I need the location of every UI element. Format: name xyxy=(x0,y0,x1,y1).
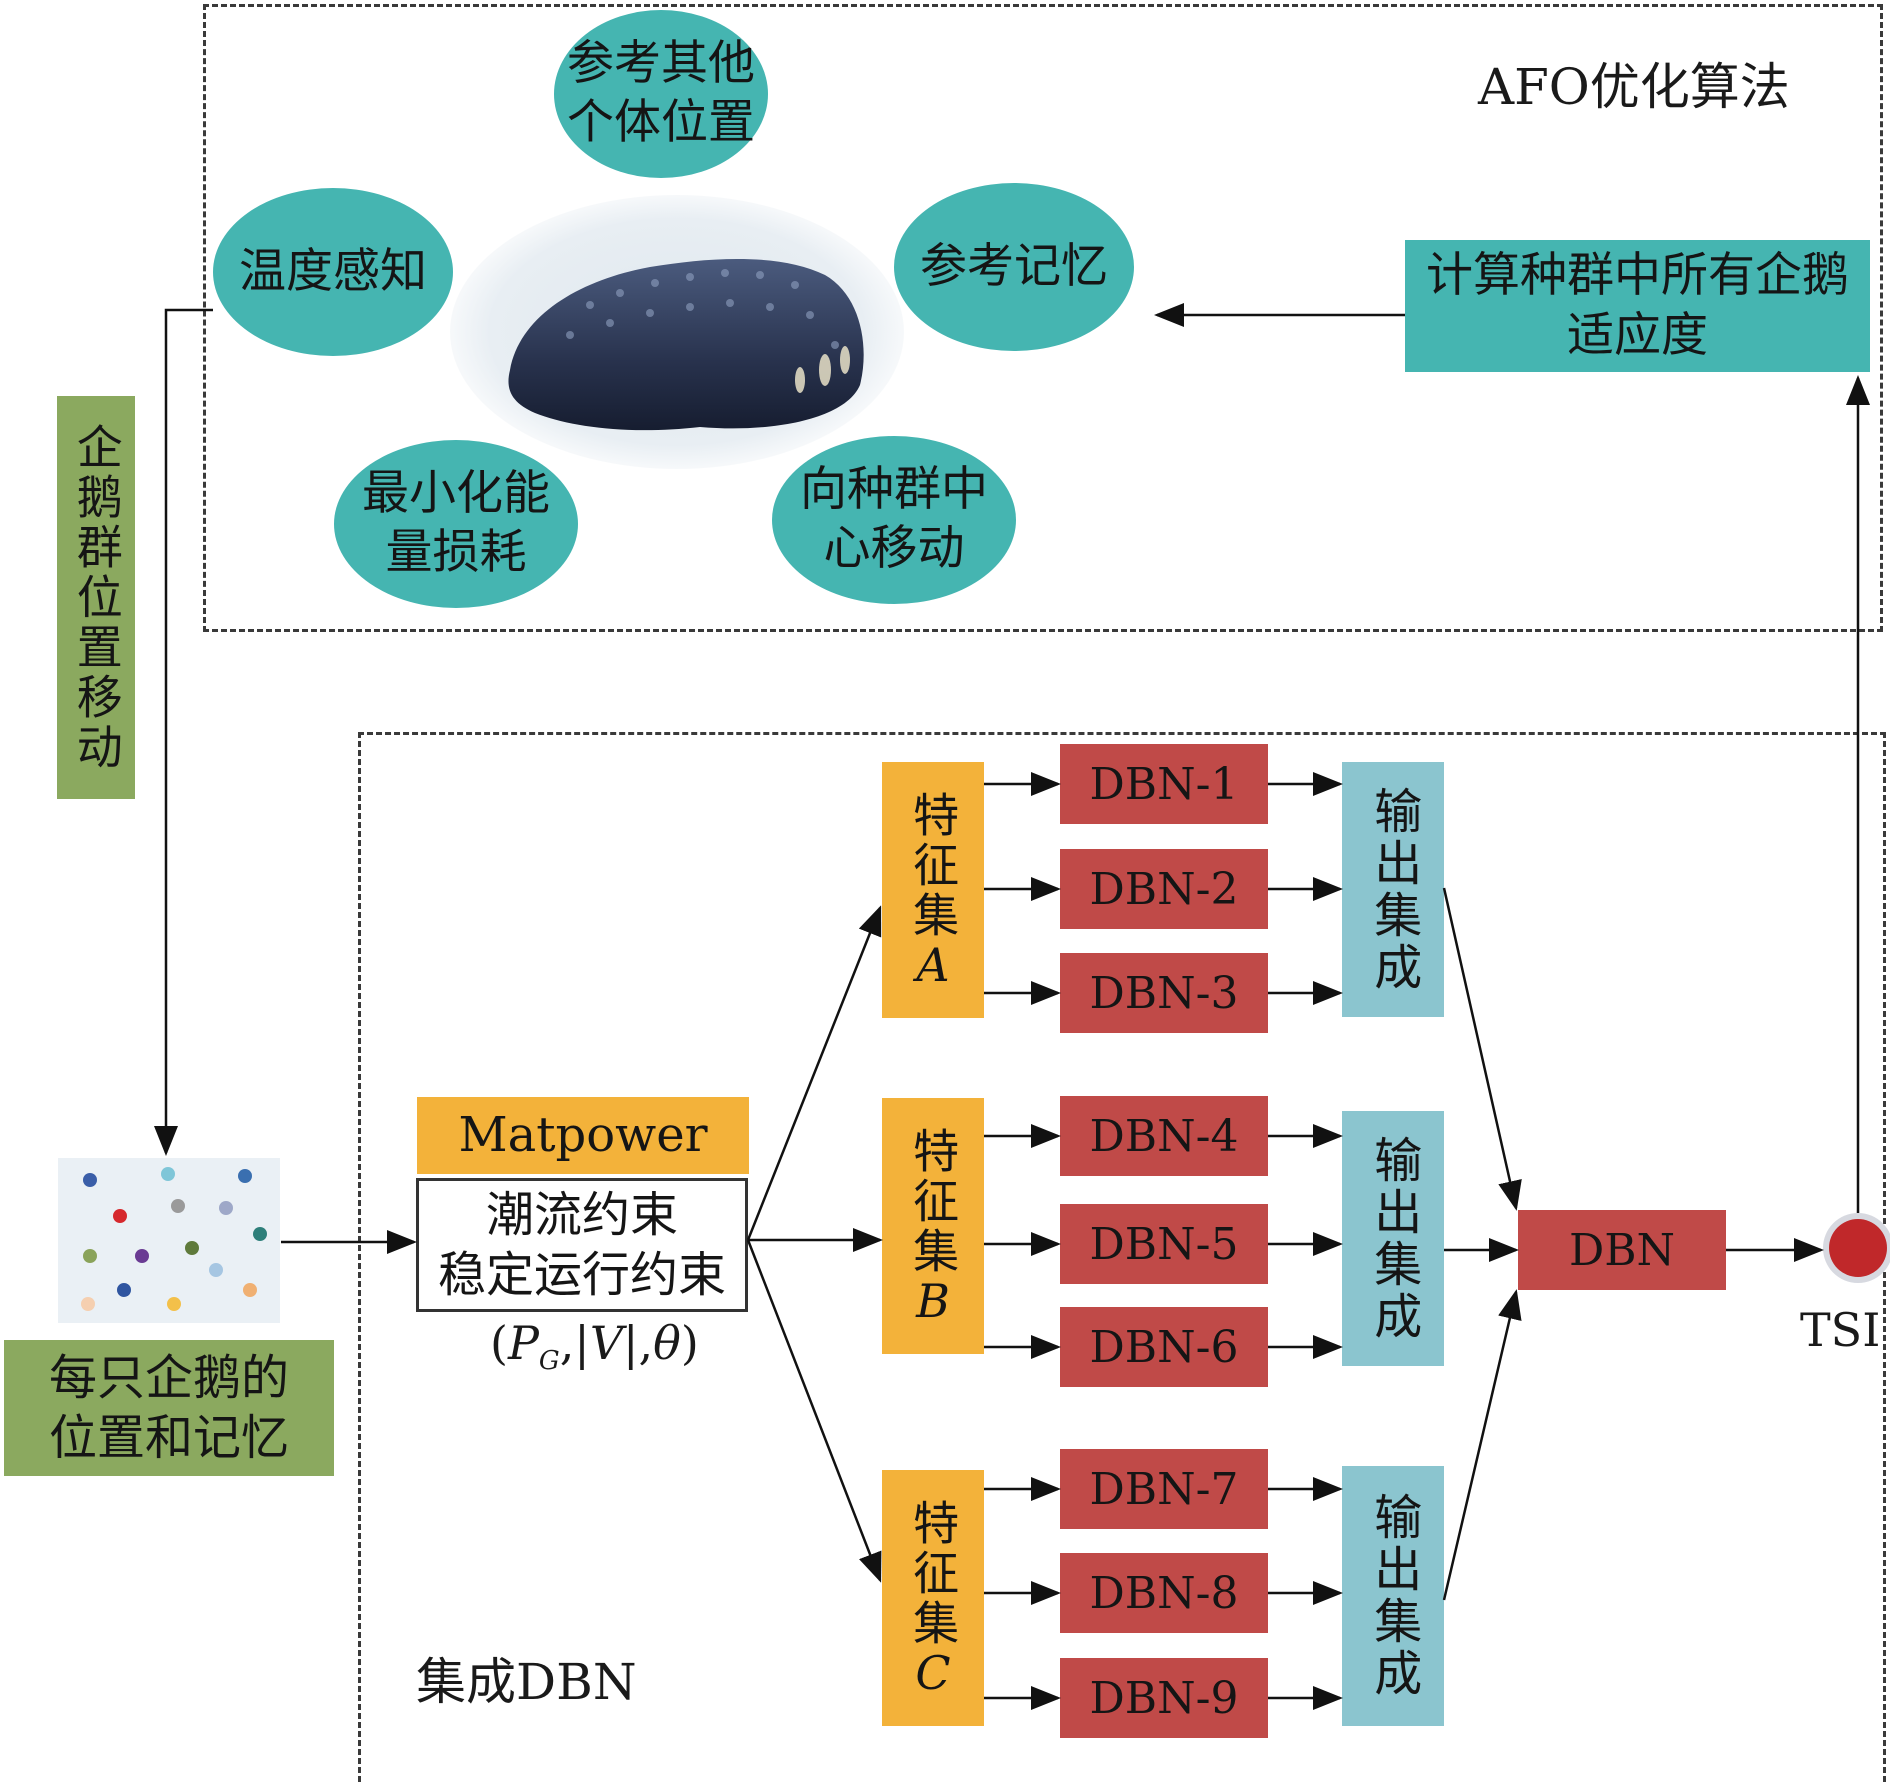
variables-label: (PG,|V|,θ) xyxy=(490,1316,699,1377)
output-ensemble-3: 输出集成 xyxy=(1342,1466,1444,1726)
tsi-label: TSI xyxy=(1800,1303,1881,1357)
constraints-box: 潮流约束 稳定运行约束 xyxy=(416,1178,748,1312)
dbn-5-box: DBN-5 xyxy=(1060,1204,1268,1284)
penguin-huddle-image xyxy=(450,195,905,470)
dbn-9-box: DBN-9 xyxy=(1060,1658,1268,1738)
dbn-4-box: DBN-4 xyxy=(1060,1096,1268,1176)
feature-set-a-letter: A xyxy=(916,937,950,992)
output-ensemble-1: 输出集成 xyxy=(1342,762,1444,1017)
output-ensemble-2: 输出集成 xyxy=(1342,1111,1444,1366)
position-memory-label: 每只企鹅的 位置和记忆 xyxy=(4,1340,334,1476)
ellipse-min-energy: 最小化能 量损耗 xyxy=(334,440,578,608)
penguin-move-label: 企鹅群位置移动 xyxy=(57,396,135,799)
dbn-8-box: DBN-8 xyxy=(1060,1553,1268,1633)
ensemble-title: 集成DBN xyxy=(416,1653,637,1711)
feature-set-a: 特征集 A xyxy=(882,762,984,1018)
ellipse-reference-others: 参考其他 个体位置 xyxy=(554,10,768,178)
matpower-box: Matpower xyxy=(417,1097,749,1174)
final-dbn-box: DBN xyxy=(1518,1210,1726,1290)
fitness-box: 计算种群中所有企鹅 适应度 xyxy=(1405,240,1870,372)
afo-title: AFO优化算法 xyxy=(1478,58,1790,116)
feature-set-c: 特征集 C xyxy=(882,1470,984,1726)
feature-set-b: 特征集 B xyxy=(882,1098,984,1354)
feature-set-c-letter: C xyxy=(915,1645,951,1700)
ellipse-temperature: 温度感知 xyxy=(213,188,453,356)
afo-frame xyxy=(203,4,1883,632)
dbn-7-box: DBN-7 xyxy=(1060,1449,1268,1529)
dbn-6-box: DBN-6 xyxy=(1060,1307,1268,1387)
dbn-3-box: DBN-3 xyxy=(1060,953,1268,1033)
penguin-positions-image xyxy=(58,1158,280,1323)
dbn-1-box: DBN-1 xyxy=(1060,744,1268,824)
dbn-2-box: DBN-2 xyxy=(1060,849,1268,929)
ellipse-memory: 参考记忆 xyxy=(894,183,1134,351)
ellipse-move-center: 向种群中 心移动 xyxy=(772,436,1016,604)
tsi-dot xyxy=(1829,1219,1887,1277)
feature-set-b-letter: B xyxy=(916,1273,950,1328)
